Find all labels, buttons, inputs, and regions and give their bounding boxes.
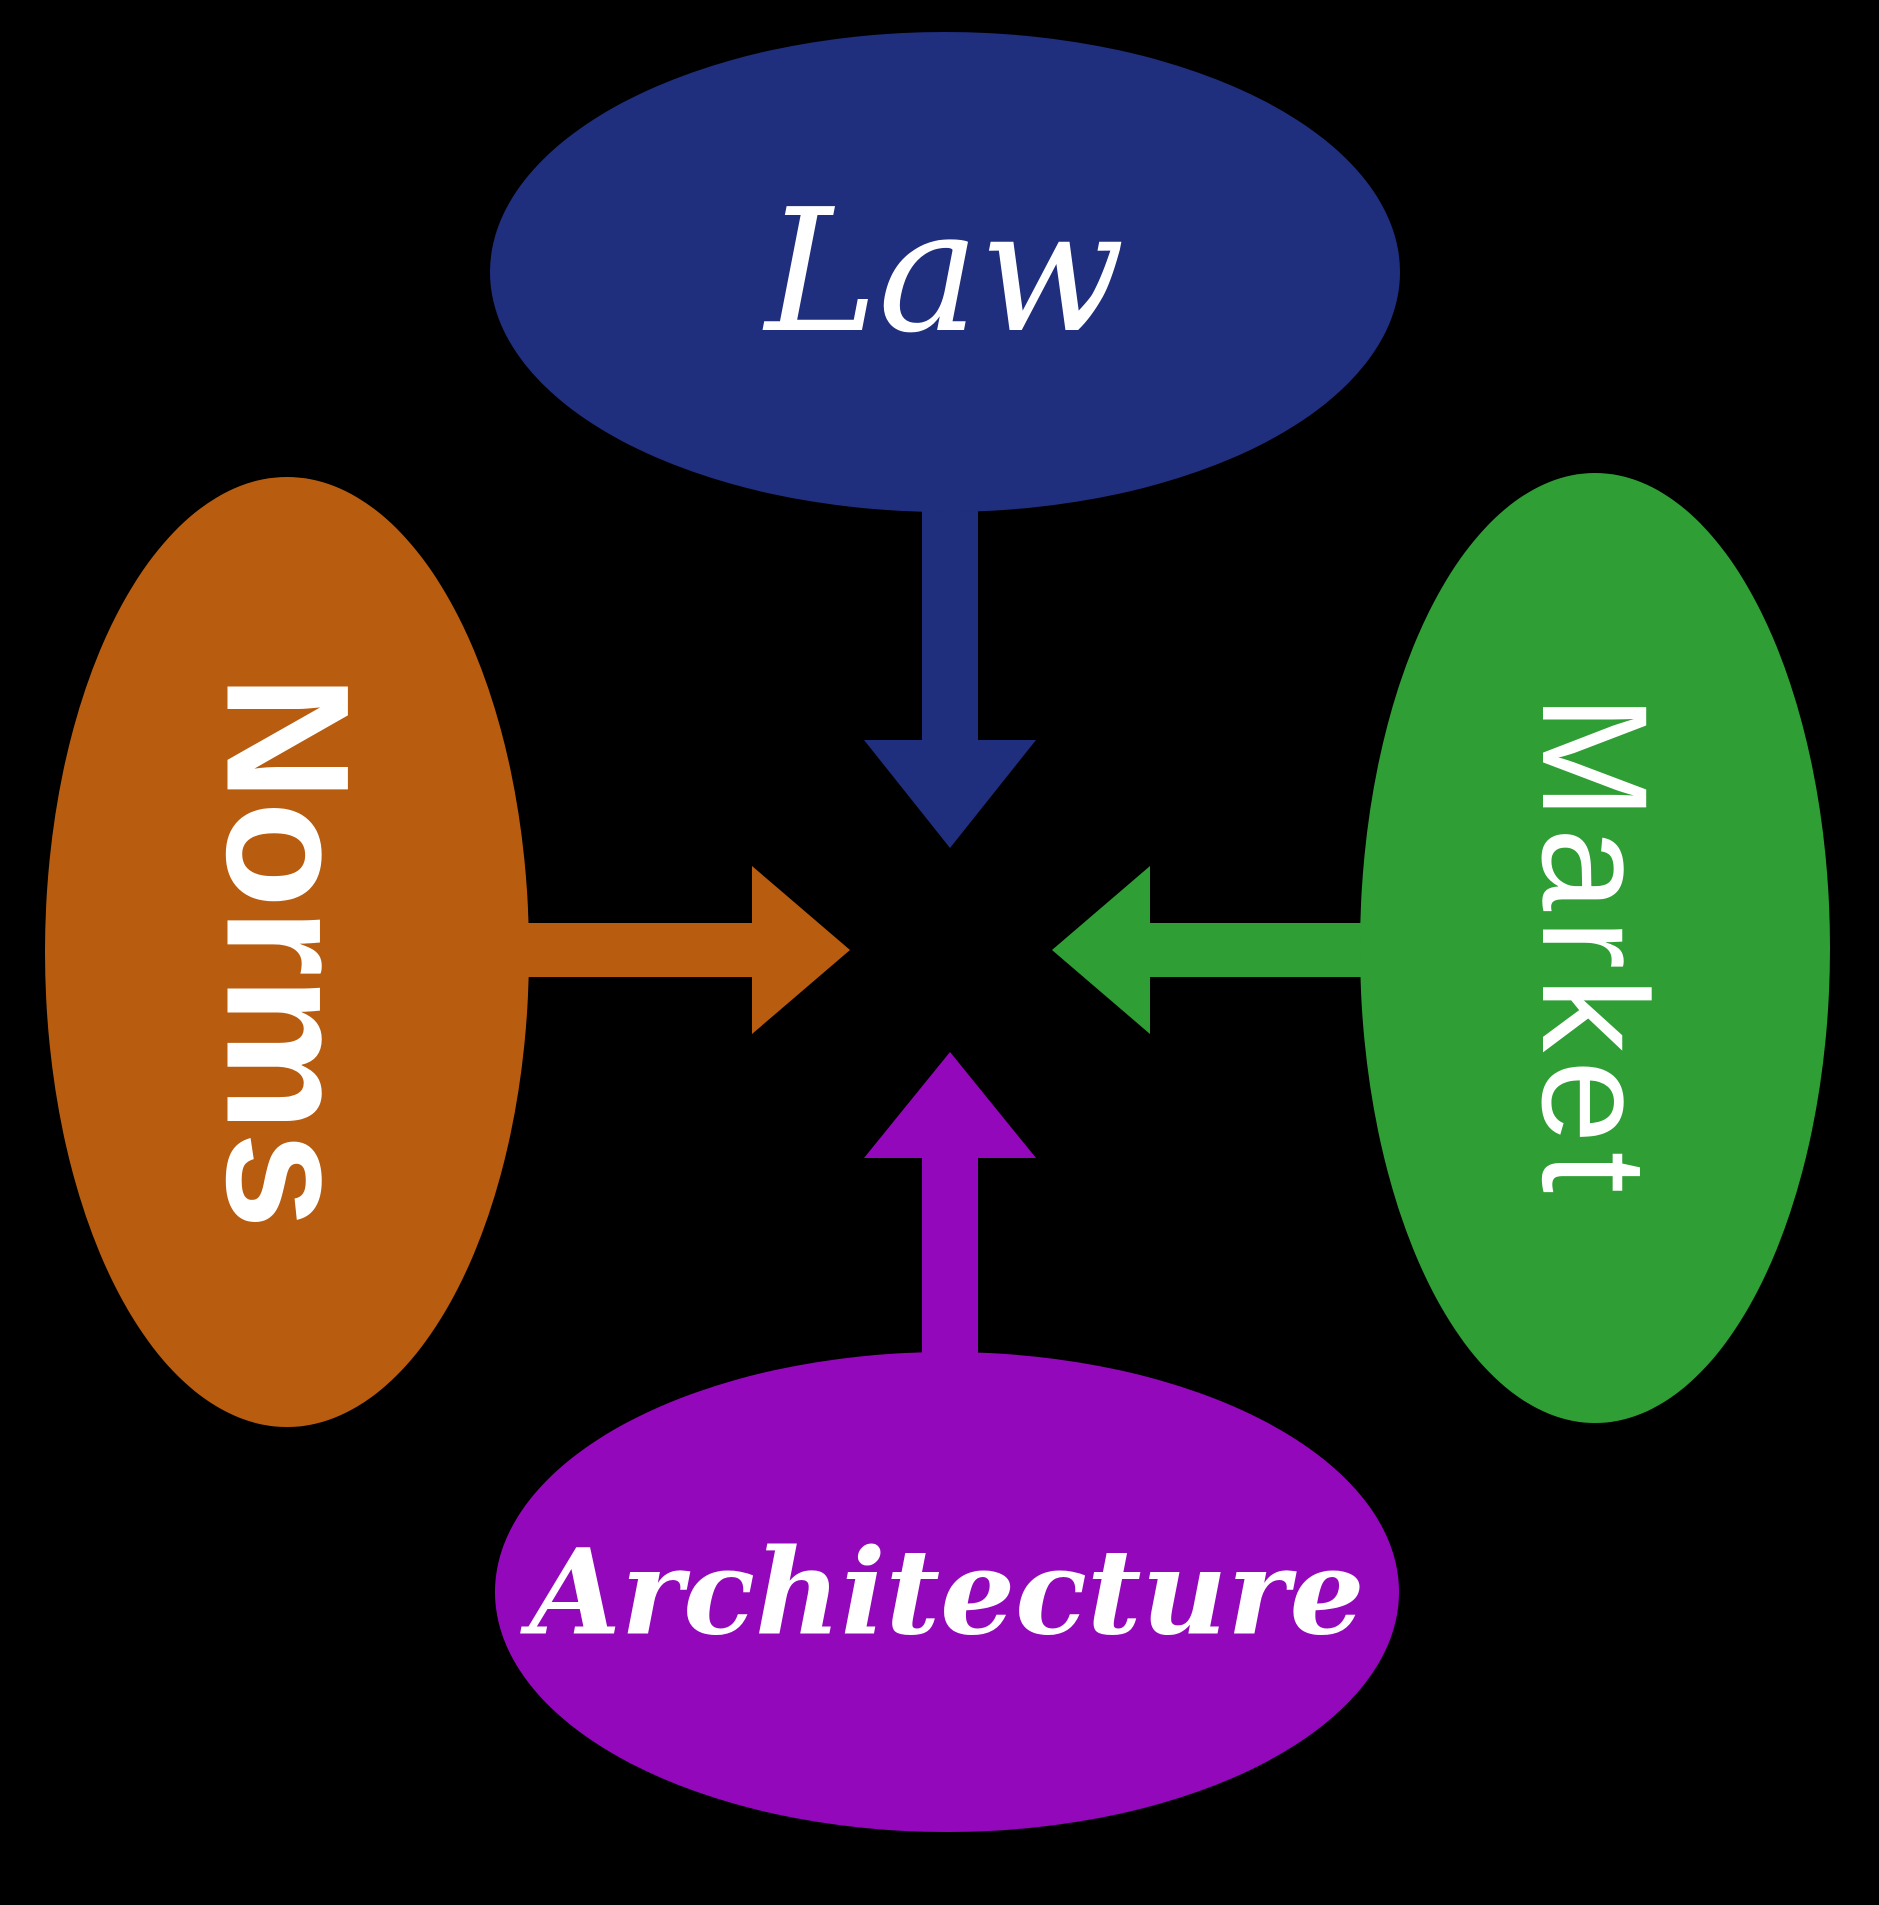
node-norms [45,477,529,1427]
node-law [490,32,1400,512]
node-market-label: Market [1511,695,1679,1201]
node-law-label: Law [762,173,1125,371]
node-market [1360,473,1830,1423]
node-architecture [495,1352,1399,1832]
node-norms-label: Norms [190,675,385,1229]
arrow-architecture-to-center [864,1052,1036,1430]
node-architecture-label: Architecture [519,1523,1364,1662]
arrow-law-to-center [864,470,1036,848]
arrow-market-to-center [1052,866,1460,1034]
arrow-norms-to-center [440,866,850,1034]
